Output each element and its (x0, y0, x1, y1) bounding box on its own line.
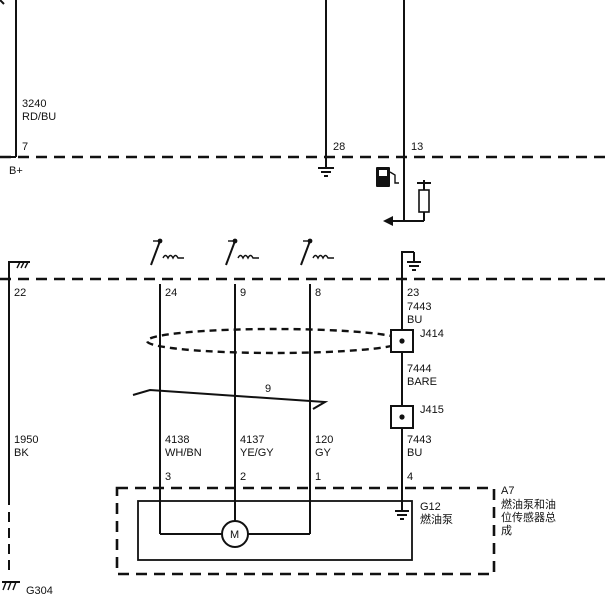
pin-23: 23 (407, 287, 419, 299)
pin-8: 8 (315, 287, 321, 299)
module-name-line-2: 位传感器总 (501, 510, 556, 524)
module-pin-3: 3 (165, 471, 171, 483)
switch-icon (300, 238, 334, 266)
wire-120: 8 120 GY 1 (300, 238, 334, 534)
wire-1950-circuit: 1950 (14, 434, 38, 446)
module-name-line-3: 成 (501, 524, 512, 537)
wire-4137-circuit: 4137 (240, 434, 264, 446)
module-a7-outline (115, 486, 496, 576)
shield-ellipse (145, 327, 405, 355)
ground-icon (407, 252, 421, 271)
sensor-pin-13: 13 (411, 141, 423, 153)
motor-icon: M (221, 520, 249, 548)
twist-count: 9 (265, 383, 271, 395)
b-plus-color: RD/BU (22, 111, 56, 123)
wire-7443-bot-circuit: 7443 (407, 434, 431, 446)
wire-4138-circuit: 4138 (165, 434, 189, 446)
wire-4138: 24 4138 WH/BN 3 (150, 238, 202, 534)
b-plus-label: B+ (9, 165, 23, 177)
motor-letter: M (230, 529, 239, 541)
ground-label-g304: G304 (26, 585, 53, 597)
drain-wire: 23 7443 BU J414 7444 BARE J415 7443 BU 4 (390, 251, 444, 520)
switch-icon (225, 238, 259, 266)
wire-4138-color: WH/BN (165, 447, 202, 459)
pump-name: 燃油泵 (420, 512, 453, 526)
wire-7444-circuit: 7444 (407, 363, 431, 375)
b-plus-wire: 3240 RD/BU 7 B+ (0, 0, 56, 177)
pump-ref: G12 (420, 501, 441, 513)
wire-7443-top-color: BU (407, 314, 422, 326)
module-ref: A7 (501, 485, 514, 497)
ground-pin-28: 28 (333, 141, 345, 153)
b-plus-circuit: 3240 (22, 98, 46, 110)
pin-9: 9 (240, 287, 246, 299)
b-plus-pin: 7 (22, 141, 28, 153)
g304-ground-icon (2, 581, 20, 591)
splice-j415: J415 (420, 404, 444, 416)
wire-120-color: GY (315, 447, 332, 459)
ground-icon (318, 167, 334, 177)
twisted-pair-marker: 9 (132, 383, 329, 410)
wire-7443-top-circuit: 7443 (407, 301, 431, 313)
wire-4137: 9 4137 YE/GY 2 (225, 238, 274, 521)
wire-7444-color: BARE (407, 376, 437, 388)
pin-22: 22 (14, 287, 26, 299)
wire-1950-color: BK (14, 447, 29, 459)
wire-120-circuit: 120 (315, 434, 333, 446)
sensor-wire-13: 13 (376, 0, 431, 226)
module-pin-4: 4 (407, 471, 413, 483)
wire-7443-bot-color: BU (407, 447, 422, 459)
fuel-pump-icon (376, 167, 399, 187)
pump-g12-box (137, 500, 413, 561)
ground-wire-28: 28 (318, 0, 345, 177)
switch-icon (150, 238, 184, 266)
pin-24: 24 (165, 287, 177, 299)
module-name-line-1: 燃油泵和油 (501, 497, 556, 511)
wire-1950: 22 1950 BK G304 (2, 261, 53, 597)
ground-icon (395, 510, 409, 520)
module-pin-2: 2 (240, 471, 246, 483)
splice-j414: J414 (420, 328, 444, 340)
arrow-icon (383, 216, 393, 226)
chassis-ground-icon (16, 261, 30, 269)
module-pin-1: 1 (315, 471, 321, 483)
resistor-icon (418, 189, 430, 213)
wire-4137-color: YE/GY (240, 447, 274, 459)
